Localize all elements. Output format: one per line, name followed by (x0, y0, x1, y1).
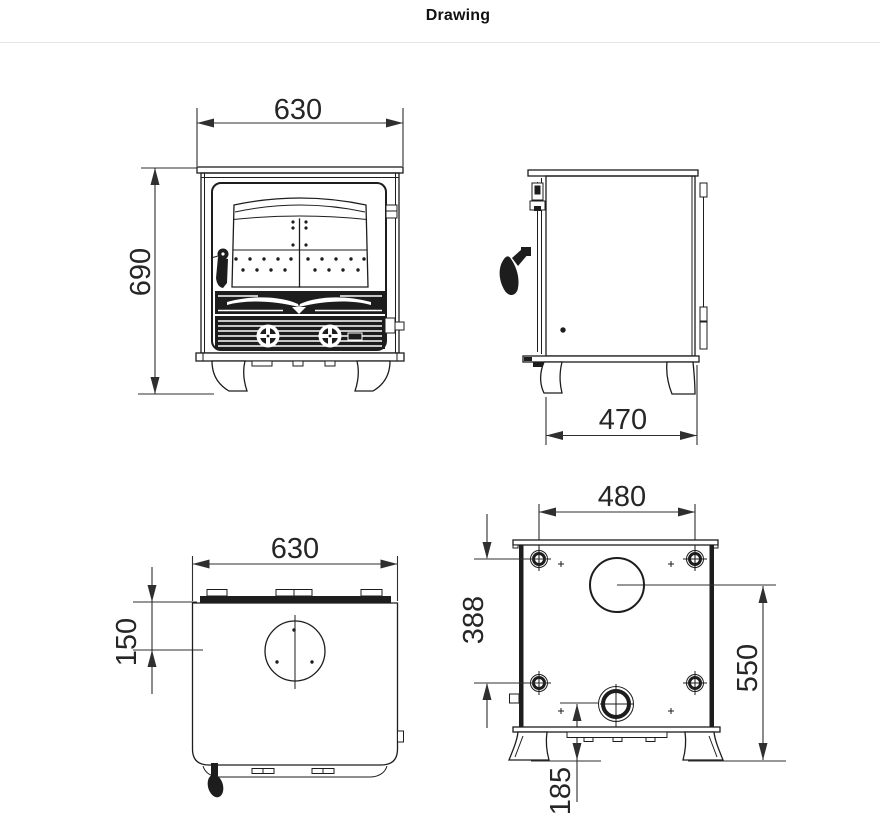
fixing-hole (683, 671, 707, 695)
side-depth-dimension: 470 (545, 365, 698, 445)
front-view: 630 690 (125, 94, 405, 395)
dim-label-rear-fixing-height: 388 (458, 596, 490, 644)
side-leg-front (539, 361, 563, 394)
front-hinge-top (385, 204, 398, 212)
front-top-plate (196, 166, 404, 174)
side-rear-shield (699, 182, 708, 350)
top-back-edge-bar (200, 596, 391, 603)
top-flue-offset-dimension: 150 (111, 567, 203, 694)
side-leg-rear (666, 361, 696, 395)
rear-fixing-holes (527, 547, 707, 695)
side-body (545, 175, 696, 357)
dim-label-rear-fixing-width: 480 (598, 481, 646, 513)
rear-leg-right (682, 731, 724, 761)
rear-base-bar (512, 726, 721, 733)
front-door-handle (210, 248, 229, 288)
top-view: 630 150 (111, 533, 404, 798)
dim-label-front-height: 690 (125, 248, 157, 296)
window-rivet-dots (234, 220, 366, 272)
front-decorative-band (215, 291, 385, 314)
side-view: 470 (499, 169, 708, 445)
header-divider (0, 42, 880, 43)
top-front-strip (202, 765, 388, 778)
front-width-dimension: 630 (196, 94, 404, 166)
top-flue-outlet (264, 615, 326, 689)
front-height-dimension: 690 (125, 167, 214, 395)
side-door-handle (499, 247, 531, 295)
front-window (231, 197, 369, 288)
rear-lower-flue-height-dimension: 185 (531, 702, 601, 815)
side-screw (560, 327, 566, 333)
front-grill (215, 316, 385, 349)
front-latch (384, 317, 396, 334)
dim-label-rear-flue-height: 550 (732, 644, 764, 692)
fixing-hole (683, 547, 707, 571)
dim-label-side-depth: 470 (599, 404, 647, 436)
rear-lower-flue-outlet (598, 684, 634, 732)
air-control-wheel-right (318, 324, 342, 348)
rear-fixing-height-dimension: 388 (458, 514, 548, 728)
front-door (211, 182, 387, 351)
dim-label-top-width: 630 (271, 533, 319, 565)
rear-top-flue-outlet (589, 557, 645, 613)
rear-body-right-edge (709, 545, 714, 727)
rear-cross-marks (558, 561, 674, 714)
side-top-plate (527, 169, 699, 177)
rear-leg-left (508, 731, 550, 761)
air-control-wheel-left (256, 324, 280, 348)
dim-label-front-width: 630 (274, 94, 322, 126)
side-hinge-bracket (529, 182, 546, 211)
side-base (522, 355, 700, 363)
top-door-handle (207, 763, 224, 798)
top-surface (191, 602, 399, 766)
top-side-tab (397, 730, 404, 743)
rear-body-left-edge (519, 545, 524, 727)
rear-fixing-width-dimension: 480 (538, 481, 696, 570)
front-leg-right (354, 360, 391, 392)
front-base-plate (195, 352, 405, 362)
rear-side-tab (509, 693, 520, 704)
top-width-dimension: 630 (191, 533, 399, 601)
dim-label-rear-lower-flue-height: 185 (545, 767, 577, 815)
section-header: Drawing (0, 0, 880, 42)
dim-label-top-flue-offset: 150 (111, 618, 143, 666)
rear-top-plate (512, 539, 719, 546)
section-title: Drawing (425, 7, 491, 24)
rear-flue-height-dimension: 550 (688, 586, 786, 762)
rear-view: 480 (458, 481, 786, 815)
front-leg-left (211, 360, 248, 392)
